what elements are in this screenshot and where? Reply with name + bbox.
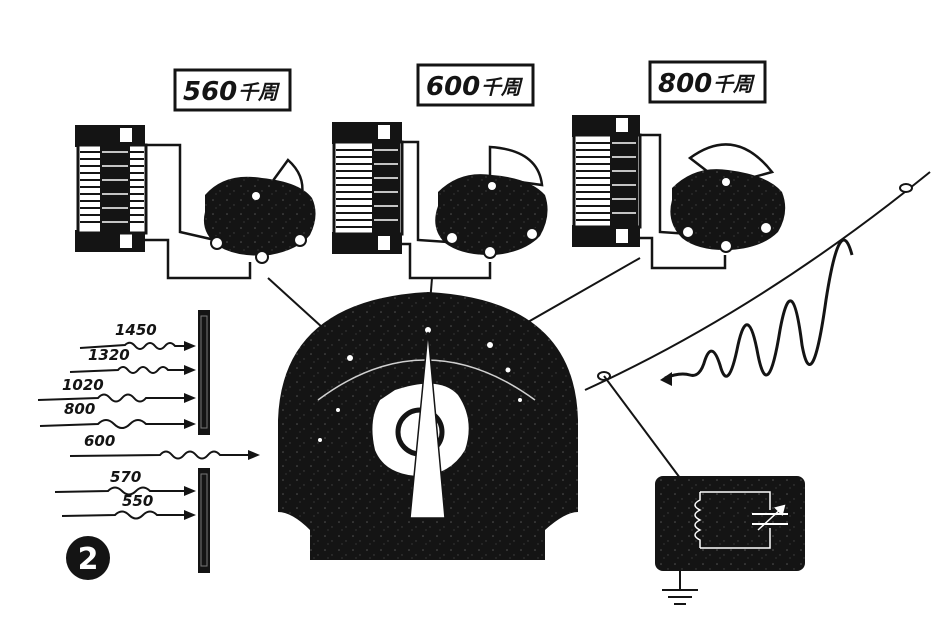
figure-number-badge: 2	[66, 536, 110, 580]
label-value: 600	[426, 72, 480, 102]
coil-assembly-left	[75, 125, 316, 280]
svg-text:1320: 1320	[88, 346, 130, 364]
svg-text:2: 2	[78, 542, 99, 577]
svg-text:1020: 1020	[62, 376, 104, 394]
label-unit: 千周	[238, 80, 281, 104]
coil-icon	[572, 115, 642, 247]
coil-assembly-middle	[332, 122, 548, 280]
frequency-selection: 1450 1320 1020 800 600 570	[37, 310, 260, 573]
wave-1450: 1450	[79, 321, 196, 351]
wave-1320: 1320	[69, 346, 196, 375]
wave-600: 600	[69, 432, 260, 460]
variable-capacitor-icon	[435, 145, 548, 259]
label-value: 560	[183, 77, 237, 107]
signal-wave	[660, 238, 854, 386]
svg-text:600: 600	[84, 432, 115, 450]
frequency-label-560: 560 千周	[173, 68, 292, 112]
coil-icon	[332, 122, 404, 254]
antenna-wire	[584, 171, 931, 479]
variable-capacitor-icon	[203, 158, 316, 264]
filter-barrier-top	[198, 310, 210, 435]
tuning-dial	[278, 292, 578, 560]
variable-capacitor-icon	[670, 143, 786, 253]
frequency-label-800: 800 千周	[648, 60, 767, 104]
svg-text:570: 570	[110, 468, 141, 486]
wave-800: 800	[39, 400, 196, 429]
svg-text:800: 800	[64, 400, 95, 418]
svg-text:550: 550	[122, 492, 153, 510]
wave-570: 570	[54, 468, 196, 496]
frequency-label-600: 600 千周	[416, 63, 535, 107]
dial-scale-marks	[318, 327, 522, 442]
ground-icon	[662, 571, 698, 605]
wave-1020: 1020	[37, 376, 196, 403]
capacitor-icon	[752, 504, 788, 531]
coil-assembly-right	[572, 115, 786, 270]
label-unit: 千周	[713, 72, 756, 96]
dial-needle	[409, 331, 446, 519]
label-unit: 千周	[481, 75, 524, 99]
wave-550: 550	[61, 492, 196, 520]
tuned-circuit-box	[655, 476, 805, 571]
inductor-icon	[694, 491, 771, 549]
insulator-icon	[899, 183, 913, 193]
svg-text:1450: 1450	[115, 321, 157, 339]
label-value: 800	[658, 69, 712, 99]
filter-barrier-bottom	[198, 468, 210, 573]
coil-icon	[75, 125, 148, 252]
